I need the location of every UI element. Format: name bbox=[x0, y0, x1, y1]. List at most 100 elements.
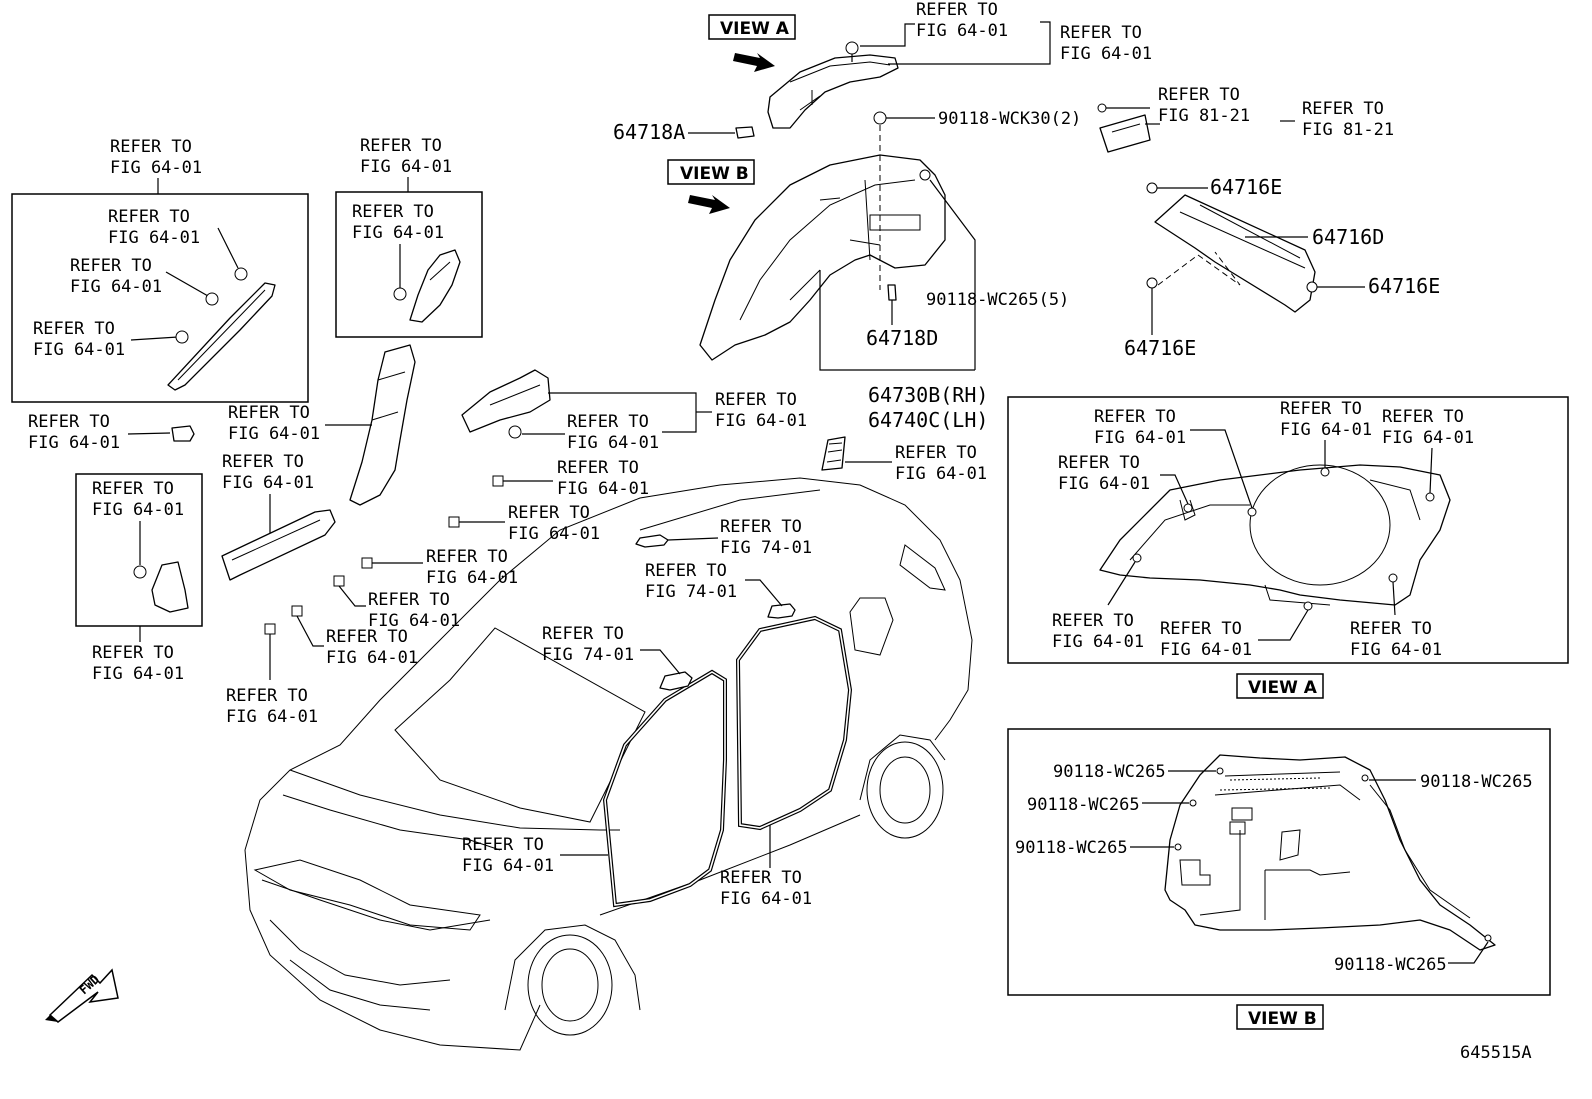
ref-fig-64-01-b1: REFER TO FIG 64-01 bbox=[352, 202, 444, 243]
ref-fig-64-01-rear-scuff: REFER TO FIG 64-01 bbox=[715, 390, 807, 431]
svg-text:REFER TO: REFER TO bbox=[1350, 619, 1432, 639]
lamp-assembly bbox=[1099, 114, 1151, 153]
svg-text:REFER TO: REFER TO bbox=[70, 256, 152, 276]
deck-trim-64716D bbox=[1154, 194, 1316, 313]
svg-text:90118-WC265: 90118-WC265 bbox=[1053, 762, 1166, 782]
svg-text:REFER TO: REFER TO bbox=[108, 207, 190, 227]
svg-text:REFER TO: REFER TO bbox=[228, 403, 310, 423]
ref-fig-74-01-b: REFER TO FIG 74-01 bbox=[645, 561, 737, 602]
rear-door-weatherstrip bbox=[735, 615, 853, 831]
svg-text:FIG 64-01: FIG 64-01 bbox=[222, 473, 314, 493]
svg-text:REFER TO: REFER TO bbox=[508, 503, 590, 523]
part-64716D: 64716D bbox=[1312, 225, 1384, 249]
svg-text:REFER TO: REFER TO bbox=[326, 627, 408, 647]
ref-fig-64-01-vent: REFER TO FIG 64-01 bbox=[895, 443, 987, 484]
part-64716E-a: 64716E bbox=[1210, 175, 1282, 199]
svg-text:REFER TO: REFER TO bbox=[360, 136, 442, 156]
svg-text:FIG 64-01: FIG 64-01 bbox=[368, 611, 460, 631]
part-64718A-clip bbox=[735, 126, 755, 139]
view-a-quarter-panel bbox=[1099, 464, 1451, 606]
view-a-inset-box bbox=[1007, 396, 1569, 664]
svg-text:REFER TO: REFER TO bbox=[542, 624, 624, 644]
svg-text:REFER TO: REFER TO bbox=[28, 412, 110, 432]
svg-text:REFER TO: REFER TO bbox=[557, 458, 639, 478]
svg-text:REFER TO: REFER TO bbox=[1052, 611, 1134, 631]
clip-series: REFER TO FIG 64-01 REFER TO FIG 64-01 RE… bbox=[226, 458, 649, 727]
ref-fig-64-01-rear-scuff-clip: REFER TO FIG 64-01 bbox=[567, 412, 659, 453]
svg-text:FIG 64-01: FIG 64-01 bbox=[228, 424, 320, 444]
ref-fig-64-01-kick-in: REFER TO FIG 64-01 bbox=[92, 479, 184, 520]
svg-text:FIG 64-01: FIG 64-01 bbox=[226, 707, 318, 727]
view-a-refs: REFER TO FIG 64-01 REFER TO FIG 64-01 RE… bbox=[1052, 399, 1474, 660]
svg-text:90118-WC265: 90118-WC265 bbox=[1420, 772, 1533, 792]
svg-text:FIG 64-01: FIG 64-01 bbox=[33, 340, 125, 360]
assist-grip-3 bbox=[659, 671, 693, 691]
svg-text:FIG 64-01: FIG 64-01 bbox=[916, 21, 1008, 41]
part-64740C: 64740C(LH) bbox=[868, 408, 988, 432]
ref-fig-64-01-rear-door-ws: REFER TO FIG 64-01 bbox=[720, 868, 812, 909]
svg-text:FIG 64-01: FIG 64-01 bbox=[1058, 474, 1150, 494]
view-a-label-top: VIEW A bbox=[708, 14, 796, 40]
svg-text:FIG 64-01: FIG 64-01 bbox=[895, 464, 987, 484]
clip-icon bbox=[845, 41, 859, 62]
svg-text:REFER TO: REFER TO bbox=[720, 517, 802, 537]
ref-fig-64-01-apillar-top: REFER TO FIG 64-01 bbox=[110, 137, 202, 178]
svg-text:FIG 64-01: FIG 64-01 bbox=[1060, 44, 1152, 64]
part-64718A: 64718A bbox=[613, 120, 685, 144]
svg-text:REFER TO: REFER TO bbox=[352, 202, 434, 222]
svg-text:REFER TO: REFER TO bbox=[895, 443, 977, 463]
part-64718D-clip bbox=[887, 284, 897, 301]
view-b-quarter-panel bbox=[1164, 754, 1496, 951]
view-b-label-top: VIEW B bbox=[667, 159, 755, 185]
diagram-id: 645515A bbox=[1460, 1043, 1532, 1063]
svg-text:FIG 64-01: FIG 64-01 bbox=[1280, 420, 1372, 440]
ref-fig-81-21-a: REFER TO FIG 81-21 bbox=[1158, 85, 1250, 126]
svg-text:FIG 64-01: FIG 64-01 bbox=[92, 500, 184, 520]
svg-text:REFER TO: REFER TO bbox=[33, 319, 115, 339]
svg-text:FIG 64-01: FIG 64-01 bbox=[426, 568, 518, 588]
svg-text:FIG 64-01: FIG 64-01 bbox=[70, 277, 162, 297]
svg-text:REFER TO: REFER TO bbox=[720, 868, 802, 888]
vehicle-outline bbox=[244, 477, 973, 1051]
svg-text:REFER TO: REFER TO bbox=[1058, 453, 1140, 473]
svg-text:VIEW A: VIEW A bbox=[720, 19, 790, 39]
part-64716E-c: 64716E bbox=[1124, 336, 1196, 360]
svg-text:REFER TO: REFER TO bbox=[110, 137, 192, 157]
ref-fig-64-01-a3: REFER TO FIG 64-01 bbox=[33, 319, 125, 360]
ref-fig-64-01-scuff-left: REFER TO FIG 64-01 bbox=[222, 452, 314, 493]
svg-text:FIG 64-01: FIG 64-01 bbox=[1350, 640, 1442, 660]
svg-text:90118-WC265: 90118-WC265 bbox=[1334, 955, 1447, 975]
svg-text:FIG 64-01: FIG 64-01 bbox=[462, 856, 554, 876]
front-door-weatherstrip bbox=[602, 669, 727, 908]
svg-text:FIG 64-01: FIG 64-01 bbox=[110, 158, 202, 178]
svg-text:FIG 64-01: FIG 64-01 bbox=[508, 524, 600, 544]
svg-text:REFER TO: REFER TO bbox=[222, 452, 304, 472]
svg-text:REFER TO: REFER TO bbox=[1160, 619, 1242, 639]
assist-grip-1 bbox=[635, 534, 669, 548]
clip-wc265-icon bbox=[919, 169, 931, 181]
ref-fig-64-01-top-a: REFER TO FIG 64-01 bbox=[916, 0, 1008, 41]
b-pillar-inset-box bbox=[335, 191, 483, 338]
svg-text:REFER TO: REFER TO bbox=[567, 412, 649, 432]
svg-text:FIG 64-01: FIG 64-01 bbox=[108, 228, 200, 248]
svg-text:FIG 74-01: FIG 74-01 bbox=[542, 645, 634, 665]
b-pillar-upper-trim bbox=[409, 249, 461, 323]
svg-text:VIEW A: VIEW A bbox=[1248, 678, 1318, 698]
front-scuff-plate bbox=[221, 509, 336, 581]
svg-text:REFER TO: REFER TO bbox=[1302, 99, 1384, 119]
rear-door-scuff bbox=[461, 369, 551, 433]
svg-text:REFER TO: REFER TO bbox=[1094, 407, 1176, 427]
clip-wck30-icon bbox=[873, 111, 887, 125]
vent-grille bbox=[821, 436, 846, 471]
view-b-label: VIEW B bbox=[1236, 1004, 1324, 1030]
clip-icon bbox=[393, 287, 407, 301]
ref-fig-64-01-front-door-ws: REFER TO FIG 64-01 bbox=[462, 835, 554, 876]
svg-text:FIG 64-01: FIG 64-01 bbox=[1094, 428, 1186, 448]
svg-text:REFER TO: REFER TO bbox=[92, 479, 174, 499]
svg-text:REFER TO: REFER TO bbox=[1060, 23, 1142, 43]
view-b-refs: 90118-WC265 90118-WC265 90118-WC265 9011… bbox=[1015, 762, 1533, 975]
svg-text:REFER TO: REFER TO bbox=[462, 835, 544, 855]
a-pillar-inset-box bbox=[11, 193, 309, 403]
ref-fig-64-01-top-b: REFER TO FIG 64-01 bbox=[1060, 23, 1152, 64]
